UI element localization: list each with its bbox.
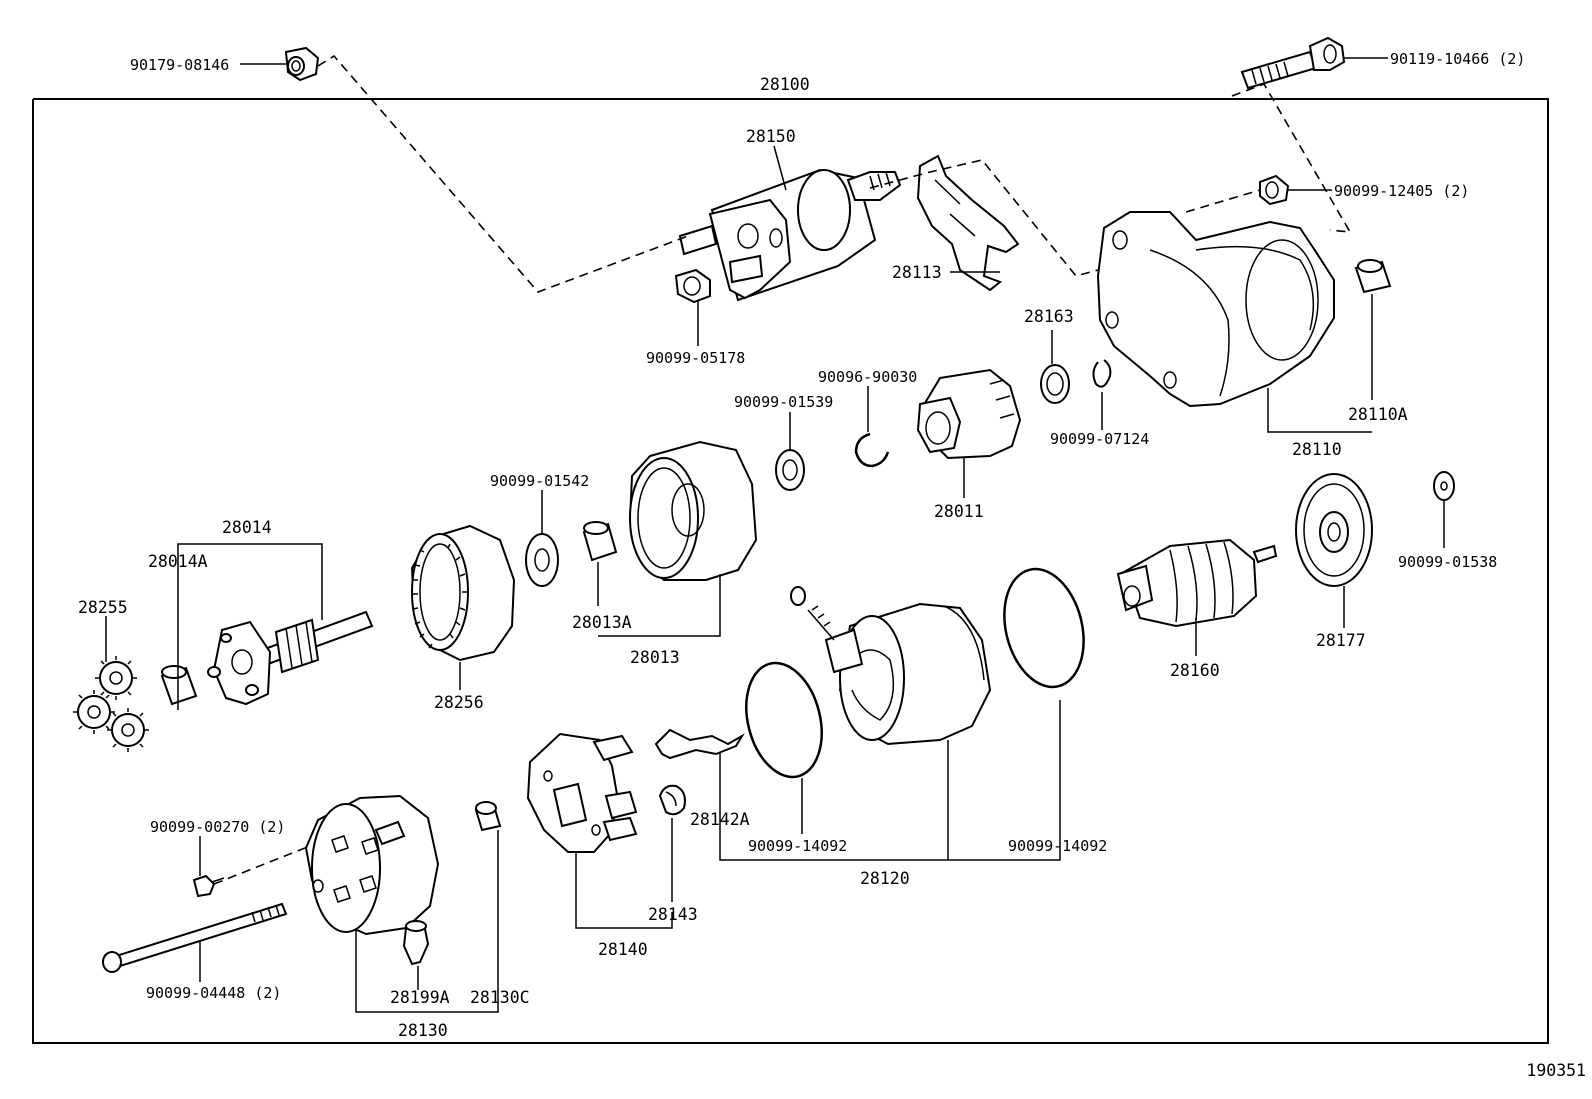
bolt-90119-10466[interactable] xyxy=(1240,36,1346,90)
planetary-gears-28255[interactable] xyxy=(73,656,149,752)
label-28014[interactable]: 28014 xyxy=(222,518,272,537)
label-90099-12405[interactable]: 90099-12405 (2) xyxy=(1334,182,1469,200)
diagram-id: 190351 xyxy=(1526,1061,1586,1080)
label-90099-14092-right[interactable]: 90099-14092 xyxy=(1008,837,1107,855)
label-28013[interactable]: 28013 xyxy=(630,648,680,667)
label-90119-10466[interactable]: 90119-10466 (2) xyxy=(1390,50,1525,68)
magnetic-switch-28150[interactable] xyxy=(678,168,902,302)
label-90099-04448[interactable]: 90099-04448 (2) xyxy=(146,984,281,1002)
label-90099-01538[interactable]: 90099-01538 xyxy=(1398,553,1497,571)
leader-lines xyxy=(105,57,1445,1013)
spring-28142A[interactable] xyxy=(654,728,745,760)
cover-plate-28177[interactable] xyxy=(1295,473,1373,587)
starter-clutch-28011[interactable] xyxy=(916,368,1022,460)
assembly-lines xyxy=(213,54,1352,885)
label-90099-00270[interactable]: 90099-00270 (2) xyxy=(150,818,285,836)
label-28120[interactable]: 28120 xyxy=(860,869,910,888)
starter-housing-28110[interactable] xyxy=(1096,211,1335,408)
label-28130C[interactable]: 28130C xyxy=(470,988,530,1007)
o-ring-90099-14092-left[interactable] xyxy=(735,655,833,785)
label-90099-14092-left[interactable]: 90099-14092 xyxy=(748,837,847,855)
bush-28014A[interactable] xyxy=(160,665,198,706)
label-90099-07124[interactable]: 90099-07124 xyxy=(1050,430,1149,448)
label-90179-08146[interactable]: 90179-08146 xyxy=(130,56,229,74)
plug-28199A[interactable] xyxy=(402,920,430,966)
snap-ring-90099-07124[interactable] xyxy=(1092,359,1112,388)
armature-28160[interactable] xyxy=(1116,538,1278,628)
yoke-28120[interactable] xyxy=(790,586,992,746)
label-28142A[interactable]: 28142A xyxy=(690,810,750,829)
label-28011[interactable]: 28011 xyxy=(934,502,984,521)
washer-90099-01539[interactable] xyxy=(775,449,805,491)
label-28014A[interactable]: 28014A xyxy=(148,552,208,571)
label-28160[interactable]: 28160 xyxy=(1170,661,1220,680)
nut-90179-08146[interactable] xyxy=(284,46,320,82)
brush-holder-28140[interactable] xyxy=(526,732,638,853)
label-28150[interactable]: 28150 xyxy=(746,127,796,146)
planetary-shaft-28014[interactable] xyxy=(207,610,374,706)
nut-90099-05178[interactable] xyxy=(674,268,711,304)
label-28110[interactable]: 28110 xyxy=(1292,440,1342,459)
label-28013A[interactable]: 28013A xyxy=(572,613,632,632)
label-28255[interactable]: 28255 xyxy=(78,598,128,617)
o-ring-90099-14092-right[interactable] xyxy=(993,561,1096,696)
label-28199A[interactable]: 28199A xyxy=(390,988,450,1007)
label-28177[interactable]: 28177 xyxy=(1316,631,1366,650)
center-bearing-clutch-housing-28013[interactable] xyxy=(628,440,758,581)
washer-90099-01538[interactable] xyxy=(1433,471,1455,501)
end-frame-28130[interactable] xyxy=(304,794,440,936)
label-90096-90030[interactable]: 90096-90030 xyxy=(818,368,917,386)
part-labels: 28100 90179-08146 90119-10466 (2) 28150 … xyxy=(78,50,1586,1080)
contact-plate-28113[interactable] xyxy=(916,154,1020,292)
nut-90099-12405[interactable] xyxy=(1259,174,1290,206)
retainer-ring-90096-90030[interactable] xyxy=(854,432,890,468)
label-28110A[interactable]: 28110A xyxy=(1348,405,1408,424)
through-bolt-90099-04448[interactable] xyxy=(102,902,288,973)
label-28130[interactable]: 28130 xyxy=(398,1021,448,1040)
label-28113[interactable]: 28113 xyxy=(892,263,942,282)
spacer-28163[interactable] xyxy=(1040,364,1070,404)
bush-28110A[interactable] xyxy=(1354,259,1392,294)
washer-90099-01542[interactable] xyxy=(525,533,559,587)
label-28163[interactable]: 28163 xyxy=(1024,307,1074,326)
label-28143[interactable]: 28143 xyxy=(648,905,698,924)
label-90099-05178[interactable]: 90099-05178 xyxy=(646,349,745,367)
assembly-frame xyxy=(32,98,1549,1044)
label-90099-01539[interactable]: 90099-01539 xyxy=(734,393,833,411)
brush-28143[interactable] xyxy=(658,784,686,816)
internal-gear-28256[interactable] xyxy=(410,524,516,662)
label-28256[interactable]: 28256 xyxy=(434,693,484,712)
screw-90099-00270[interactable] xyxy=(192,874,225,898)
label-assembly-28100: 28100 xyxy=(760,75,810,94)
label-28140[interactable]: 28140 xyxy=(598,940,648,959)
bush-28013A[interactable] xyxy=(582,521,618,562)
bush-28130C[interactable] xyxy=(474,801,502,832)
label-90099-01542[interactable]: 90099-01542 xyxy=(490,472,589,490)
